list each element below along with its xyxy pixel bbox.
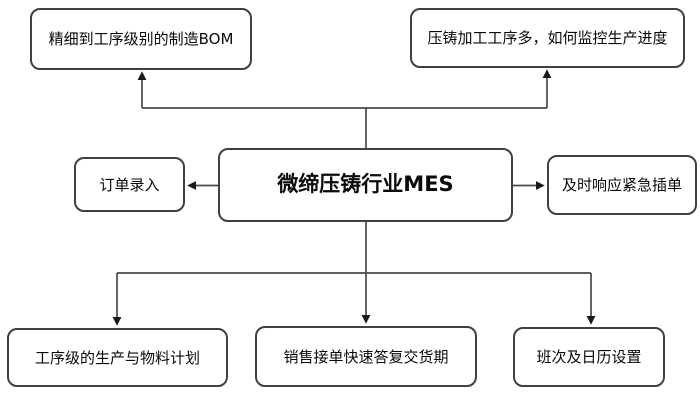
node-manufacturing-bom: 精细到工序级别的制造BOM [30,8,252,70]
node-shift-calendar: 班次及日历设置 [513,327,665,387]
node-delivery-reply-label: 销售接单快速答复交货期 [283,347,449,366]
node-process-material-plan-label: 工序级的生产与物料计划 [34,348,200,367]
node-production-progress-label: 压铸加工工序多，如何监控生产进度 [427,29,668,47]
node-order-entry-label: 订单录入 [99,175,160,194]
node-manufacturing-bom-label: 精细到工序级别的制造BOM [48,30,234,48]
node-order-entry: 订单录入 [74,157,185,212]
node-urgent-insert-order: 及时响应紧急插单 [547,155,697,215]
node-center-mes: 微缔压铸行业MES [218,148,513,222]
node-urgent-insert-order-label: 及时响应紧急插单 [561,176,682,194]
node-production-progress: 压铸加工工序多，如何监控生产进度 [410,8,685,68]
node-center-mes-label: 微缔压铸行业MES [277,172,454,197]
node-shift-calendar-label: 班次及日历设置 [536,348,642,366]
node-delivery-reply: 销售接单快速答复交货期 [255,326,477,387]
node-process-material-plan: 工序级的生产与物料计划 [7,328,228,387]
